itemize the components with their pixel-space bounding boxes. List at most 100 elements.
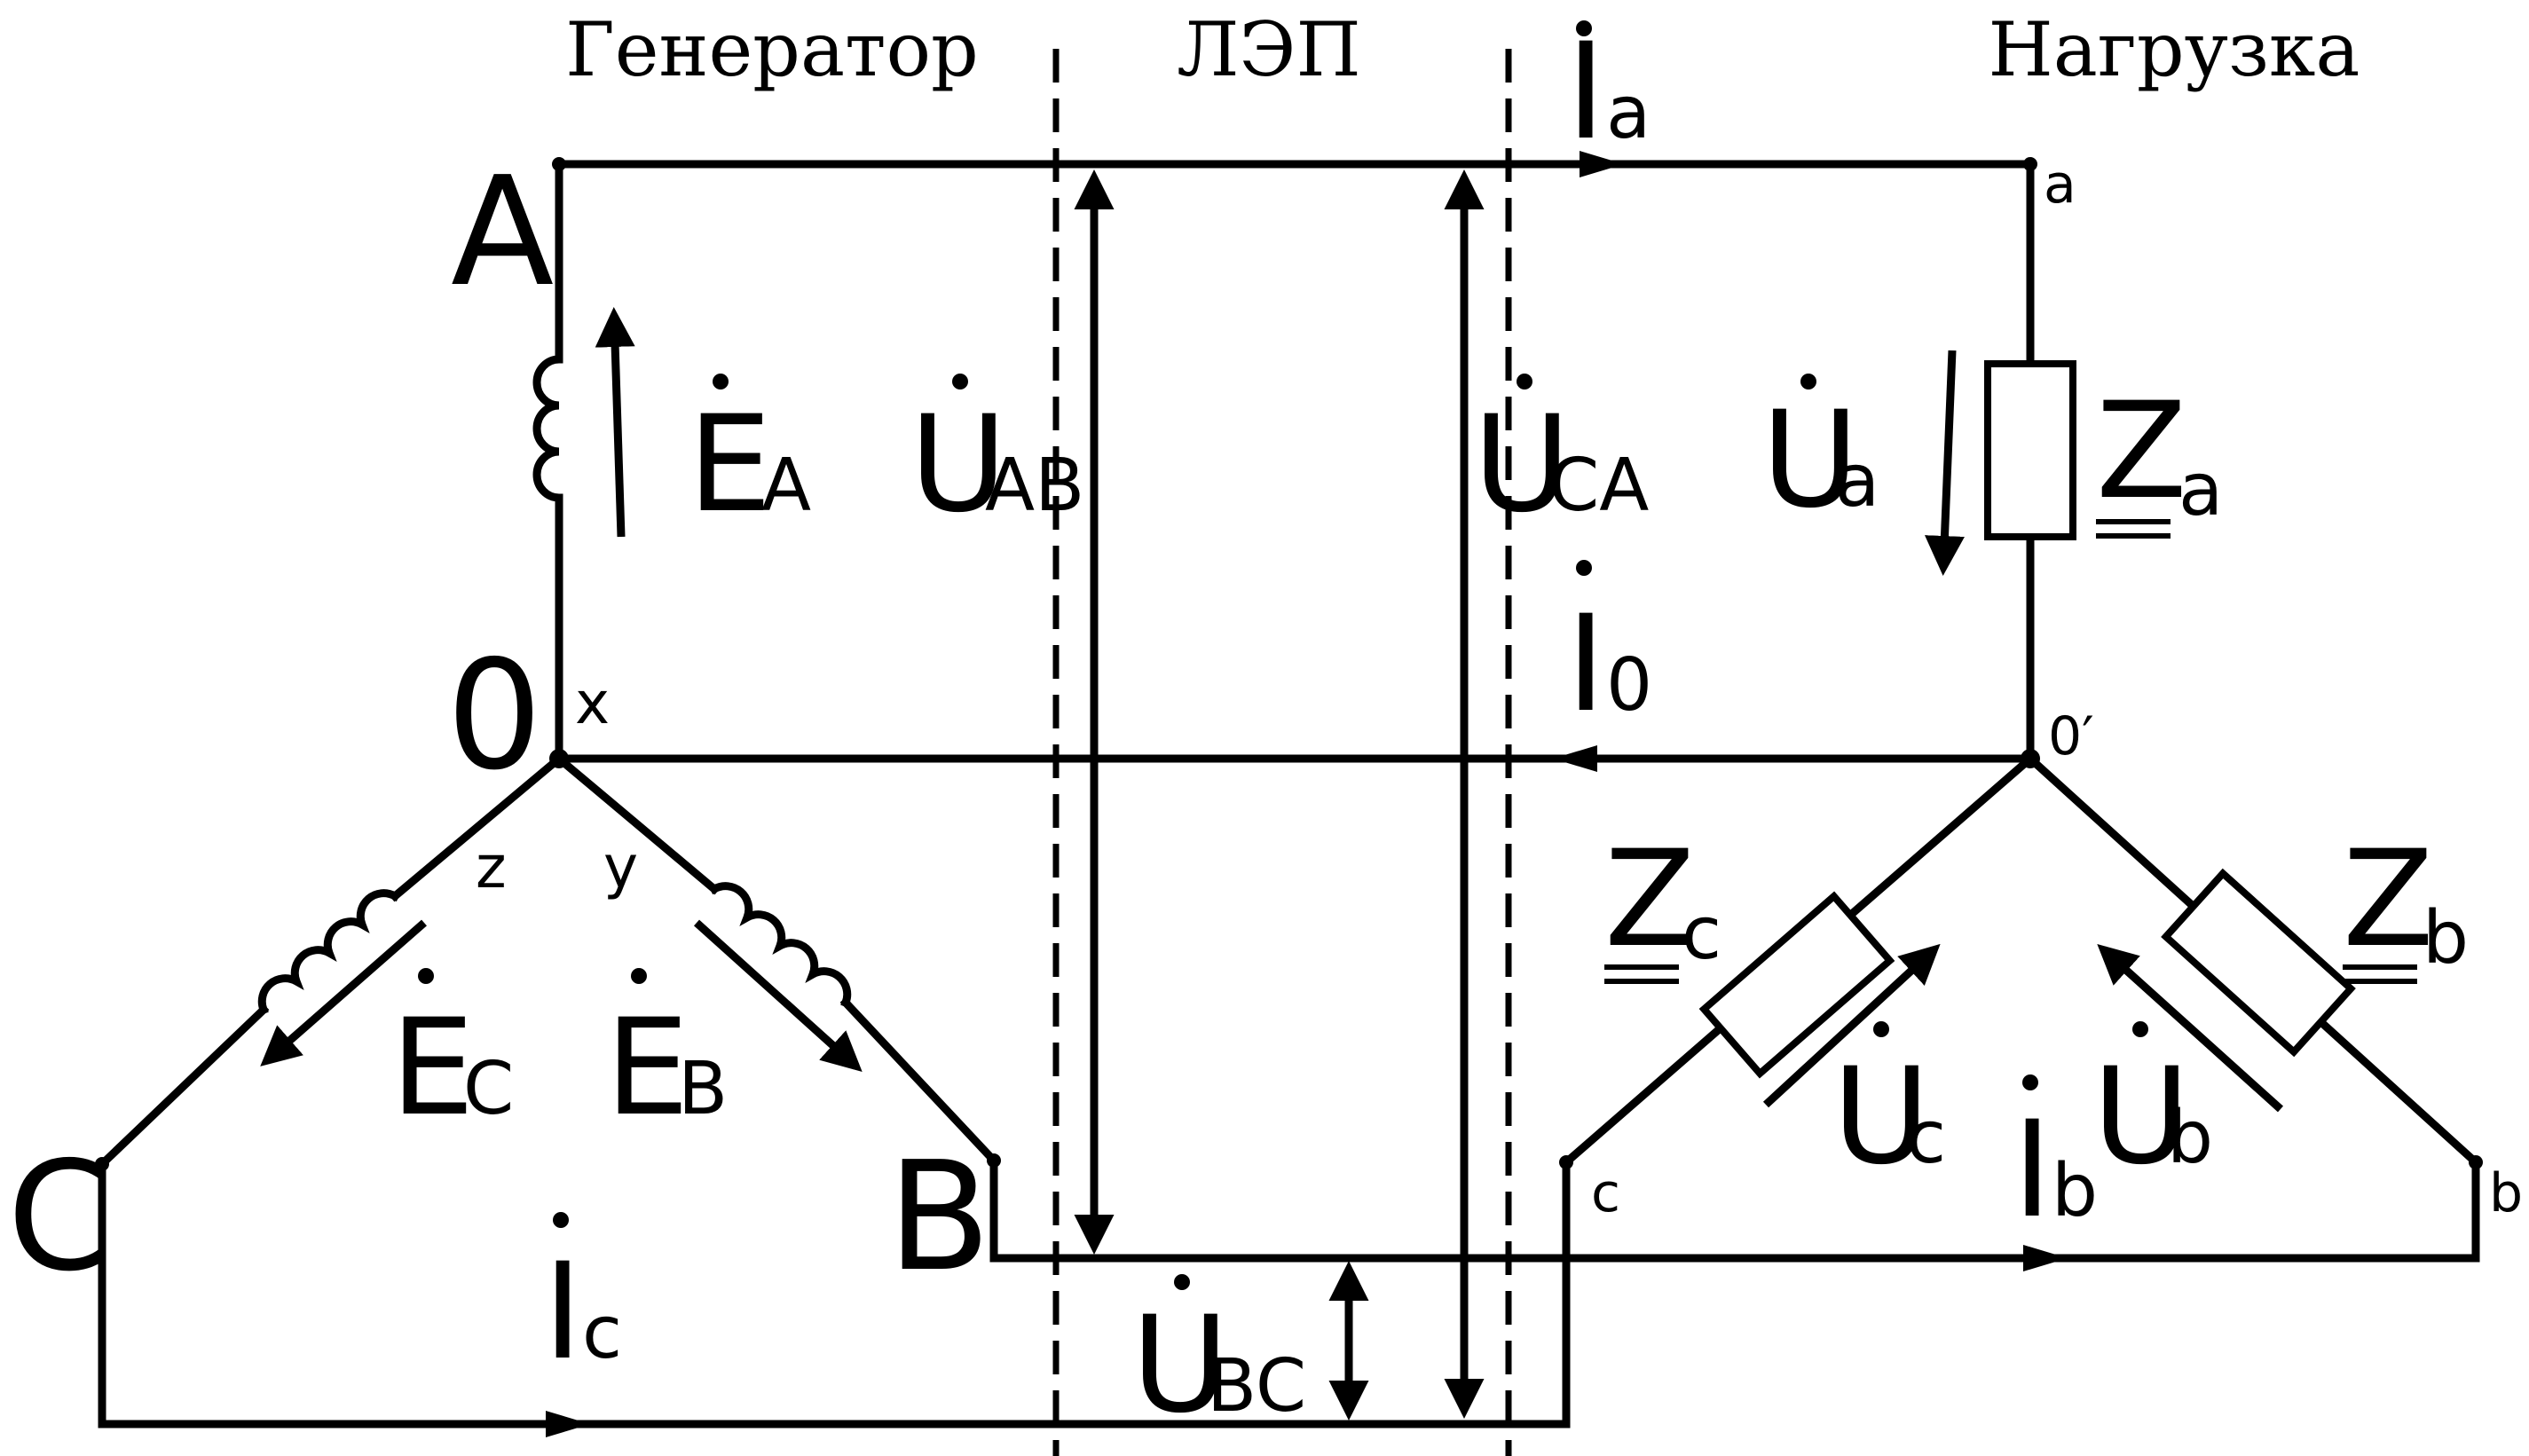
emf-c-main: E	[390, 991, 475, 1145]
emf-c-arrow	[260, 919, 427, 1066]
voltage-bc-sub: BC	[1207, 1344, 1306, 1428]
emf-a-sub: A	[761, 444, 811, 528]
voltage-bc-main: U	[1131, 1288, 1229, 1443]
emf-b-main: E	[605, 991, 689, 1145]
voltage-b-main: U	[2092, 1040, 2190, 1194]
current-c-sub: c	[582, 1291, 622, 1375]
node-label-b: B	[887, 1129, 991, 1305]
node-label-a-load: a	[2044, 153, 2076, 216]
voltage-c-arrow	[1762, 943, 1941, 1108]
current-b-label: I b	[2013, 1074, 2098, 1247]
impedance-b-sub: b	[2423, 896, 2469, 980]
section-line-label: ЛЭП	[1177, 6, 1361, 93]
current-b-sub: b	[2052, 1149, 2098, 1233]
phase-c-wire-bottom	[96, 1003, 270, 1170]
voltage-a-arrow	[1924, 350, 1965, 576]
voltage-b-sub: b	[2167, 1096, 2213, 1180]
voltage-b-dot	[2132, 1021, 2148, 1037]
voltage-b-label: U b	[2092, 1021, 2213, 1194]
voltage-a-sub: a	[1835, 439, 1879, 523]
emf-c-label: E C	[390, 968, 514, 1145]
emf-b-arrow	[693, 919, 863, 1073]
impedance-c-box	[1698, 891, 1895, 1079]
current-c-arrowhead	[546, 1411, 590, 1437]
voltage-ab-sub: AB	[985, 444, 1084, 528]
node-dot-a-load	[2023, 157, 2037, 171]
impedance-c-main: Z	[1604, 822, 1696, 977]
voltage-c-dot	[1873, 1021, 1889, 1037]
current-0-main: I	[1566, 587, 1605, 742]
current-0-dot	[1576, 560, 1592, 576]
current-0-sub: 0	[1606, 643, 1652, 728]
phase-a-winding	[532, 355, 563, 502]
node-dot-c-gen	[95, 1157, 109, 1171]
section-generator-label: Генератор	[565, 6, 979, 93]
voltage-ab-main: U	[910, 388, 1007, 542]
voltage-ab-label: U AB	[910, 374, 1084, 542]
node-label-x: x	[575, 669, 610, 737]
phase-b-winding	[708, 882, 852, 1008]
current-a-sub: a	[1606, 71, 1651, 155]
emf-b-dot	[631, 968, 647, 984]
impedance-c-label: Z c	[1604, 822, 1721, 984]
voltage-ca-sub: CA	[1548, 444, 1649, 528]
voltage-c-sub: c	[1906, 1096, 1946, 1180]
impedance-b-main: Z	[2343, 822, 2434, 977]
phase-b-wire-bottom	[839, 996, 1000, 1167]
phase-c-winding	[257, 889, 401, 1015]
impedance-a-label: Z a	[2096, 374, 2223, 539]
voltage-a-dot	[1800, 374, 1816, 390]
current-0-label: I 0	[1566, 560, 1652, 742]
voltage-c-main: U	[1832, 1040, 1930, 1194]
node-label-c: C	[7, 1129, 113, 1305]
node-dot-c-load	[1559, 1155, 1573, 1169]
node-label-a: A	[451, 145, 554, 320]
emf-c-sub: C	[463, 1047, 514, 1131]
section-load-label: Нагрузка	[1989, 6, 2360, 93]
node-dots	[95, 157, 2483, 1171]
node-dot-o-prime	[2021, 749, 2040, 768]
node-label-y: y	[603, 833, 638, 901]
current-a-dot	[1576, 20, 1592, 36]
current-b-dot	[2022, 1074, 2038, 1090]
impedance-a-box	[1984, 360, 2076, 540]
node-label-z: z	[476, 833, 507, 901]
voltage-a-label: U a	[1761, 374, 1879, 538]
impedance-b-box	[2161, 868, 2356, 1058]
voltage-a-main: U	[1761, 383, 1859, 538]
voltage-ca-dot	[1517, 374, 1532, 390]
impedance-b-label: Z b	[2343, 822, 2469, 984]
emf-b-label: E B	[605, 968, 728, 1145]
current-b-main: I	[2013, 1093, 2052, 1247]
impedance-a-sub: a	[2178, 448, 2223, 532]
node-label-o: 0	[446, 628, 542, 804]
emf-c-dot	[418, 968, 434, 984]
node-label-o-prime: 0′	[2048, 705, 2094, 767]
voltage-bc-label: U BC	[1131, 1274, 1306, 1443]
current-a-main: I	[1566, 15, 1605, 169]
voltage-bc-dot	[1174, 1274, 1190, 1290]
voltage-ab-dot	[952, 374, 968, 390]
current-c-dot	[553, 1212, 569, 1228]
node-label-b-load: b	[2489, 1162, 2523, 1224]
current-c-main: I	[543, 1235, 582, 1389]
node-dot-o	[549, 749, 569, 768]
emf-b-sub: B	[678, 1047, 728, 1131]
phase-c-wire-top	[389, 752, 565, 902]
current-b-arrowhead	[2023, 1245, 2068, 1271]
emf-a-dot	[713, 374, 729, 390]
node-dot-b-gen	[987, 1153, 1001, 1168]
current-a-arrowhead	[1580, 151, 1624, 177]
emf-a-label: E A	[688, 374, 811, 542]
current-0-arrowhead	[1553, 745, 1597, 772]
current-a-label: I a	[1566, 15, 1651, 169]
voltage-ca-main: U	[1473, 388, 1571, 542]
phase-b-wire-top	[553, 752, 721, 895]
voltage-b-arrow	[2097, 943, 2284, 1113]
node-dot-b-load	[2469, 1155, 2483, 1169]
voltage-ca-label: U CA	[1473, 374, 1649, 542]
node-dot-a-gen	[552, 157, 566, 171]
emf-a-arrow	[595, 307, 635, 538]
emf-a-main: E	[688, 388, 772, 542]
